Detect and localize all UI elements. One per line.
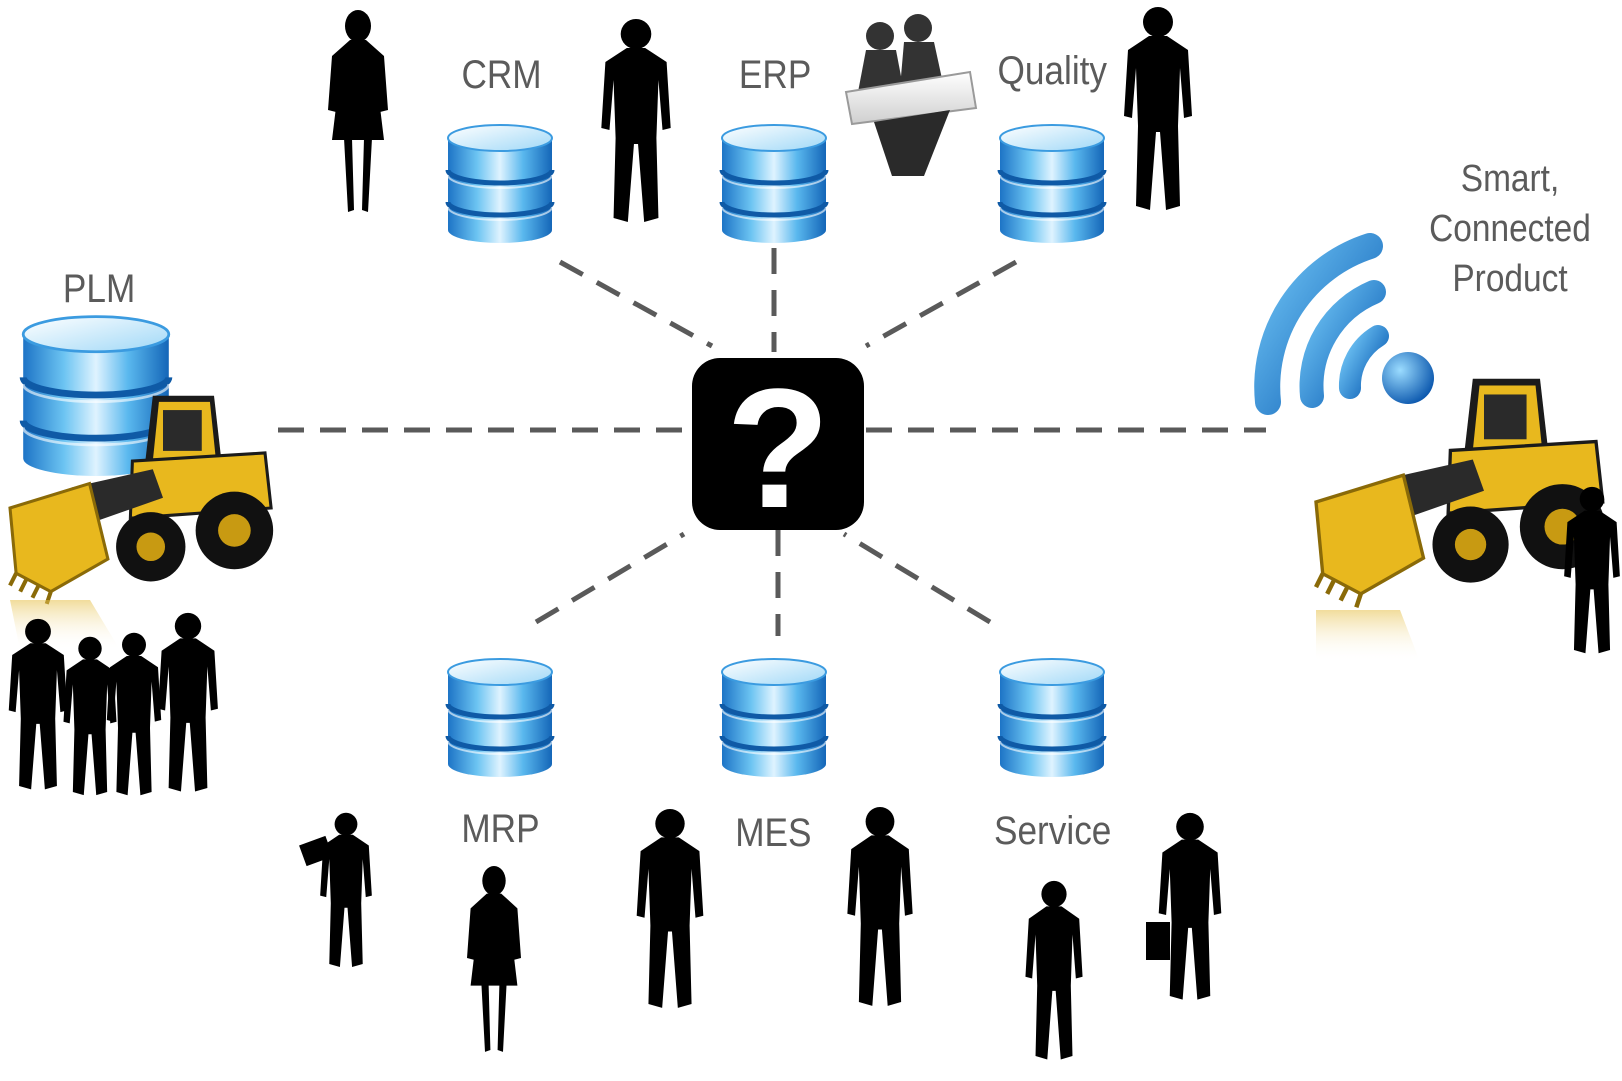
label-service: Service	[994, 809, 1112, 853]
loader-reflection-plm	[10, 600, 120, 650]
label-smart-connected-product: Smart, Connected Product	[1422, 154, 1598, 304]
person-silhouette-icon-laptop	[320, 812, 372, 968]
database-icon-crm	[448, 125, 552, 243]
wifi-signal-icon	[1254, 233, 1389, 415]
briefcase-icon	[1146, 922, 1170, 960]
connectors	[278, 248, 1266, 636]
database-icon-quality	[1000, 125, 1104, 243]
meeting-table-icon	[844, 14, 978, 176]
label-mrp: MRP	[461, 807, 540, 851]
wheel-loader-icon-product	[1316, 379, 1605, 607]
label-plm: PLM	[62, 267, 136, 311]
wifi-dot	[1382, 352, 1434, 404]
database-icon-erp	[722, 125, 826, 243]
hub: ?	[692, 354, 864, 544]
person-silhouette-icon-suit-2	[847, 806, 913, 1006]
label-crm: CRM	[461, 53, 542, 97]
database-icon-mrp	[448, 659, 552, 777]
label-product-line-1: Smart,	[1460, 158, 1560, 200]
label-mes: MES	[735, 811, 812, 855]
person-silhouette-icon-walking	[1124, 7, 1192, 210]
label-erp: ERP	[738, 53, 812, 97]
database-icon-service	[1000, 659, 1104, 777]
connector-crm	[558, 259, 714, 349]
connector-service	[842, 531, 992, 625]
connector-mrp	[534, 531, 686, 625]
label-quality: Quality	[997, 49, 1108, 93]
connector-quality	[864, 259, 1018, 349]
hub-symbol: ?	[726, 354, 830, 544]
person-silhouette-icon-businessman	[601, 19, 671, 222]
person-silhouette-icon-woman-bag	[467, 866, 521, 1052]
person-silhouette-icon-briefcase	[1158, 812, 1222, 1000]
label-product-line-3: Product	[1452, 258, 1568, 300]
question-mark-icon	[692, 358, 864, 530]
label-product-line-2: Connected	[1429, 208, 1591, 250]
person-silhouette-icon-woman-suit	[1025, 880, 1083, 1060]
database-icon-mes	[722, 659, 826, 777]
person-silhouette-icon-businesswoman	[328, 10, 388, 212]
loader-reflection-product	[1316, 610, 1420, 662]
laptop-icon	[299, 835, 333, 867]
person-silhouette-icon-suit-1	[636, 808, 704, 1008]
